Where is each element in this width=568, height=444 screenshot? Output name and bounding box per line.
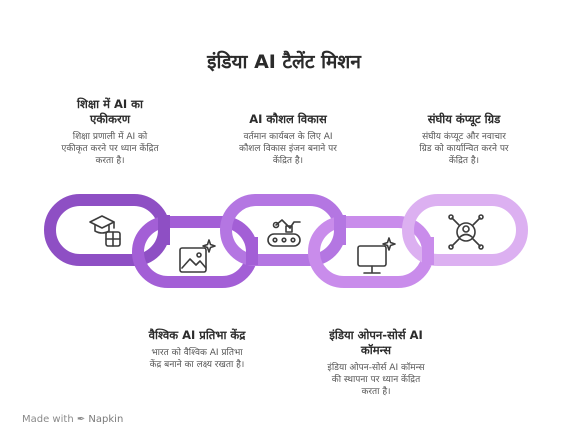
napkin-logo-icon: ✒ — [76, 414, 86, 425]
description-line: करता है। — [361, 387, 391, 397]
text-block-compute-grid: संघीय कंप्यूट ग्रिड संघीय कंप्यूट और नवा… — [398, 112, 530, 167]
description-global-talent: भारत को वैश्विक AI प्रतिभा केंद्र बनाने … — [124, 347, 270, 371]
image-sparkle-icon — [179, 239, 216, 273]
description-line: केंद्रित है। — [448, 156, 480, 166]
description-line: संघीय कंप्यूट और नवाचार — [422, 132, 506, 142]
heading-compute-grid: संघीय कंप्यूट ग्रिड — [427, 112, 501, 126]
diagram-title: इंडिया AI टैलेंट मिशन — [207, 51, 361, 73]
graduation-cap-icon — [89, 215, 121, 247]
monitor-sparkle-icon — [357, 237, 396, 274]
description-line: शिक्षा प्रणाली में AI को — [72, 132, 148, 142]
description-skill-development: वर्तमान कार्यबल के लिए AI कौशल विकास इंज… — [222, 131, 354, 167]
description-line: इंडिया ओपन-सोर्स AI कॉमन्स — [327, 363, 425, 373]
robot-arm-conveyor-icon — [267, 219, 301, 247]
footer-attribution: Made with ✒ Napkin — [22, 414, 123, 425]
description-line: की स्थापना पर ध्यान केंद्रित — [331, 375, 421, 385]
network-person-icon — [448, 214, 484, 250]
heading-line: शिक्षा में AI का — [77, 97, 143, 111]
made-with-label: Made with — [22, 414, 74, 425]
description-education: शिक्षा प्रणाली में AI को एकीकृत करने पर … — [48, 131, 172, 167]
heading-global-talent: वैश्विक AI प्रतिभा केंद्र — [148, 328, 246, 342]
description-line: केंद्रित है। — [272, 156, 304, 166]
description-line: एकीकृत करने पर ध्यान केंद्रित — [61, 144, 159, 154]
heading-line: इंडिया ओपन-सोर्स AI — [329, 328, 423, 342]
text-block-global-talent: वैश्विक AI प्रतिभा केंद्र भारत को वैश्वि… — [124, 328, 270, 371]
description-line: ग्रिड को कार्यान्वित करने पर — [419, 144, 509, 154]
description-compute-grid: संघीय कंप्यूट और नवाचार ग्रिड को कार्यान… — [398, 131, 530, 167]
brand-label: Napkin — [88, 414, 124, 425]
heading-education: शिक्षा में AI का एकीकरण — [48, 97, 172, 127]
description-line: वर्तमान कार्यबल के लिए AI — [243, 132, 333, 142]
heading-skill-development: AI कौशल विकास — [249, 112, 327, 126]
description-line: करता है। — [95, 156, 125, 166]
chain-link-5 — [402, 194, 528, 266]
text-block-education: शिक्षा में AI का एकीकरण शिक्षा प्रणाली म… — [48, 97, 172, 167]
heading-line: एकीकरण — [89, 112, 131, 126]
description-line: कौशल विकास इंजन बनाने पर — [239, 144, 337, 154]
heading-line: कॉमन्स — [360, 343, 392, 357]
heading-open-source: इंडिया ओपन-सोर्स AI कॉमन्स — [306, 328, 446, 358]
description-line: केंद्र बनाने का लक्ष्य रखता है। — [149, 360, 245, 370]
text-block-open-source: इंडिया ओपन-सोर्स AI कॉमन्स इंडिया ओपन-सो… — [306, 328, 446, 398]
text-block-skill-development: AI कौशल विकास वर्तमान कार्यबल के लिए AI … — [222, 112, 354, 167]
description-line: भारत को वैश्विक AI प्रतिभा — [151, 348, 243, 358]
description-open-source: इंडिया ओपन-सोर्स AI कॉमन्स की स्थापना पर… — [306, 362, 446, 398]
